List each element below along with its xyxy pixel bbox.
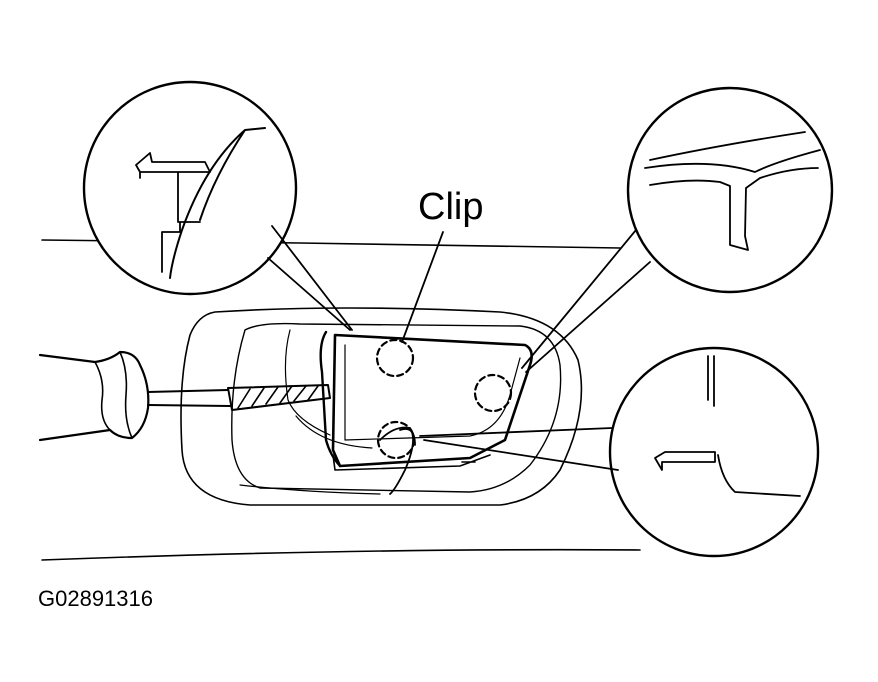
door-handle-bezel-inner	[232, 324, 561, 492]
detail-panel-curve-top-left	[170, 128, 265, 278]
handle-cover-edge	[321, 332, 340, 466]
screwdriver-tip-hatching	[238, 386, 318, 408]
detail-callout-bottom-right	[420, 428, 618, 470]
detail-profile-top-right	[645, 150, 820, 250]
handle-lower-lip	[333, 455, 490, 470]
handle-inner-curve	[296, 416, 372, 448]
detail-view-top-right	[522, 88, 832, 372]
screwdriver-shaft	[148, 390, 230, 406]
detail-circle-top-left	[84, 82, 296, 294]
handle-cover	[333, 335, 532, 466]
detail-view-bottom-right	[420, 348, 818, 556]
screwdriver-tip	[228, 385, 330, 410]
clip-leader-line	[402, 232, 443, 342]
screwdriver-handle	[40, 352, 148, 440]
detail-profile-top-left	[136, 153, 210, 272]
detail-profile-bottom-right	[655, 356, 800, 496]
screwdriver	[40, 352, 330, 440]
detail-panel-curve-top-right	[650, 132, 805, 160]
detail-view-top-left	[84, 82, 352, 330]
detail-callout-top-left	[268, 226, 352, 330]
door-handle-bezel-outer	[181, 308, 581, 505]
handle-cover-inner-edge	[345, 345, 520, 440]
clip-label: Clip	[418, 186, 484, 228]
detail-callout-top-right	[522, 230, 650, 372]
clip-marker-top	[377, 340, 413, 376]
bezel-recess-lower	[240, 485, 380, 494]
clip-marker-right	[475, 375, 511, 411]
panel-bottom-edge	[42, 550, 640, 560]
bezel-recess	[285, 330, 330, 435]
screwdriver-handle-grip	[95, 352, 132, 438]
clip-marker-bottom	[378, 422, 414, 458]
figure-code: G02891316	[38, 586, 153, 611]
